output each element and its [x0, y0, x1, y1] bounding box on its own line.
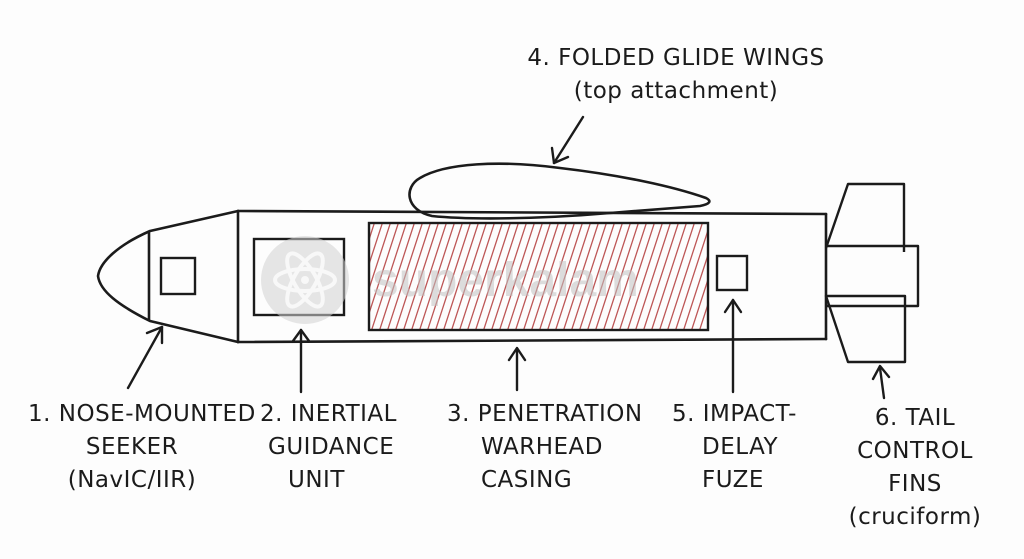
hatch-line — [738, 218, 776, 335]
label-seeker: 1. NOSE-MOUNTED SEEKER (NavIC/IIR) — [28, 401, 256, 493]
hatch-line — [563, 224, 599, 329]
arrows — [126, 115, 891, 400]
hatch-line — [403, 224, 439, 329]
hatch-line — [523, 224, 559, 329]
body-tube — [236, 209, 828, 344]
nose-cone — [96, 209, 240, 344]
hatch-line — [387, 224, 423, 329]
warhead-casing — [367, 218, 776, 335]
hatch-line — [571, 224, 607, 329]
lower-tail-fin — [824, 294, 907, 364]
hatch-line — [370, 224, 399, 313]
hatch-line — [683, 255, 707, 329]
hatch-line — [595, 224, 631, 329]
hatch-line — [459, 224, 495, 329]
hatch-line — [539, 224, 575, 329]
fins-arrow — [871, 364, 891, 400]
hatch-line — [699, 305, 707, 329]
atom-icon — [261, 236, 349, 324]
hatch-line — [706, 218, 744, 335]
hatch-line — [619, 224, 655, 329]
hatch-line — [370, 224, 391, 288]
hatch-line — [435, 224, 471, 329]
label-wings: 4. FOLDED GLIDE WINGS (top attachment) — [527, 45, 825, 104]
hatch-line — [443, 224, 479, 329]
hatch-line — [467, 224, 503, 329]
hatch-line — [515, 224, 551, 329]
hatch-line — [499, 224, 535, 329]
hatch-line — [667, 224, 703, 329]
hatch-line — [722, 218, 760, 335]
hatch-line — [491, 224, 527, 329]
wings-arrow — [550, 115, 585, 165]
watermark-text: superkalam — [372, 254, 639, 307]
label-fuze: 5. IMPACT- DELAY FUZE — [672, 401, 797, 493]
hatch-line — [419, 224, 455, 329]
watermark: superkalam — [261, 236, 639, 324]
hatch-line — [675, 231, 707, 329]
hatch-line — [587, 224, 623, 329]
guidance-arrow — [291, 328, 311, 394]
hatch-line — [603, 224, 639, 329]
hatch-line — [730, 218, 768, 335]
hatch-line — [579, 224, 615, 329]
hatch-line — [659, 224, 695, 329]
fuze-arrow — [723, 298, 743, 394]
label-warhead: 3. PENETRATION WARHEAD CASING — [447, 401, 643, 493]
hatch-line — [555, 224, 591, 329]
hatch-line — [611, 224, 647, 329]
hatch-line — [531, 224, 567, 329]
hatch-line — [370, 224, 383, 264]
hatch-line — [643, 224, 679, 329]
folded-glide-wing — [408, 162, 711, 220]
hatch-line — [635, 224, 671, 329]
hatch-line — [507, 224, 543, 329]
seeker-arrow — [126, 325, 164, 390]
hatch-line — [451, 224, 487, 329]
seeker-box — [159, 256, 197, 296]
label-guidance: 2. INERTIAL GUIDANCE UNIT — [260, 401, 397, 493]
hatch-line — [371, 224, 407, 329]
hatch-line — [395, 224, 431, 329]
upper-tail-fin — [824, 182, 906, 252]
hatch-line — [379, 224, 415, 329]
hatch-line — [651, 224, 687, 329]
warhead-arrow — [507, 346, 527, 392]
hatch-line — [475, 224, 511, 329]
hatch-line — [411, 224, 447, 329]
hatch-line — [691, 280, 707, 329]
tail-cap — [826, 244, 920, 308]
hatch-line — [627, 224, 663, 329]
hatch-line — [483, 224, 519, 329]
hatch-line — [547, 224, 583, 329]
hatch-line — [427, 224, 463, 329]
label-fins: 6. TAIL CONTROL FINS (cruciform) — [848, 405, 982, 530]
fuze-box — [715, 254, 749, 292]
